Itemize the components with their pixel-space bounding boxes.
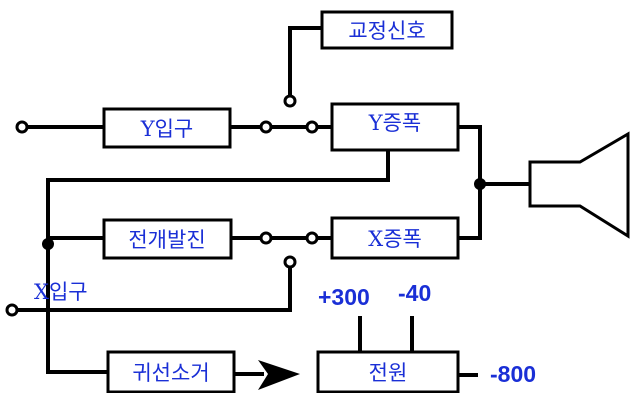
block-y-input: Y입구 [102, 107, 232, 149]
block-y-amplifier: Y증폭 [330, 102, 460, 152]
block-retrace-blanking: 귀선소거 [106, 350, 236, 393]
voltage-minus40-label: -40 [398, 280, 431, 306]
left-bus-junction [42, 238, 54, 250]
crt-tube-icon [528, 131, 630, 239]
power-supply-label: 전원 [369, 361, 408, 385]
y-amplifier-label: Y증폭 [368, 111, 422, 135]
block-sweep-oscillator: 전개발진 [102, 218, 233, 260]
voltage-plus300-label: +300 [318, 284, 370, 310]
y-input-label: Y입구 [140, 117, 194, 141]
arrow-to-power-supply [233, 360, 300, 390]
output-junction [474, 178, 486, 190]
x-input-switch-contact [283, 255, 297, 269]
sweep-oscillator-label: 전개발진 [128, 228, 205, 252]
block-x-amplifier: X증폭 [330, 216, 460, 260]
block-calibration-signal: 교정신호 [320, 10, 454, 50]
retrace-blanking-label: 귀선소거 [132, 361, 209, 385]
calibration-switch-contact [283, 94, 297, 108]
x-input-terminal [5, 303, 19, 317]
x-switch-contact-right [305, 231, 319, 245]
calibration-signal-label: 교정신호 [348, 19, 425, 43]
y-switch-contact-right [305, 120, 319, 134]
wiring [10, 26, 532, 377]
x-switch-contact-left [259, 231, 273, 245]
voltage-minus800-label: -800 [490, 361, 536, 387]
x-amplifier-label: X증폭 [368, 227, 422, 251]
y-input-terminal [15, 120, 29, 134]
x-input-label: X입구 [34, 280, 88, 304]
block-power-supply: 전원 [316, 350, 460, 393]
y-switch-contact-left [259, 120, 273, 134]
